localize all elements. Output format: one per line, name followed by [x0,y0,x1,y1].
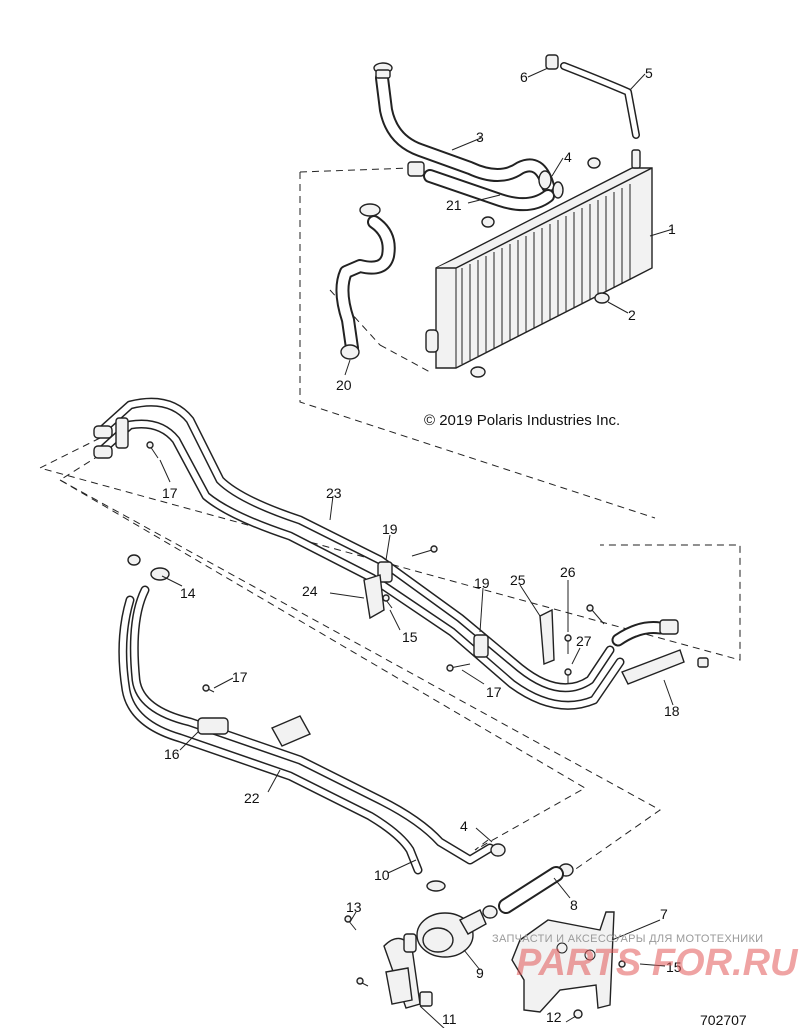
callout-10: 10 [374,867,390,883]
callout-6: 6 [520,69,528,85]
callout-22: 22 [244,790,260,806]
callout-19-right: 19 [474,575,490,591]
callout-17-left: 17 [162,485,178,501]
radiator-outlet-hose [335,215,396,360]
copyright-notice: © 2019 Polaris Industries Inc. [424,412,621,429]
water-pump [383,909,487,1009]
callout-12: 12 [546,1009,562,1025]
pump-hose [498,866,564,914]
watermark-brand: PARTS FOR.RU [516,942,798,984]
callout-26: 26 [560,564,576,580]
callout-9: 9 [476,965,484,981]
callout-25: 25 [510,572,526,588]
callout-14: 14 [180,585,196,601]
callout-16: 16 [164,746,180,762]
callout-23: 23 [326,485,342,501]
callout-13: 13 [346,899,362,915]
overflow-hose [545,54,640,139]
callout-17-middle: 17 [486,684,502,700]
callout-17-lower: 17 [232,669,248,685]
hose-clamps-upper [359,170,564,217]
pump-mounting-bracket [344,911,626,1019]
callout-2: 2 [628,307,636,323]
callout-4-lower: 4 [460,818,468,834]
callout-20: 20 [336,377,352,393]
callout-8: 8 [570,897,578,913]
callout-27: 27 [576,633,592,649]
watermark-tagline: ЗАПЧАСТИ И АКСЕССУАРЫ ДЛЯ МОТОТЕХНИКИ [492,933,764,945]
leader-lines [159,67,674,1028]
callout-19-left: 19 [382,521,398,537]
lower-radiator-hose [407,161,555,212]
callout-3: 3 [476,129,484,145]
callout-5: 5 [645,65,653,81]
callout-1: 1 [668,221,676,237]
callout-11: 11 [442,1011,457,1027]
upper-radiator-hose [373,62,555,193]
callout-15-upper: 15 [402,629,418,645]
coolant-tube-upper [93,397,679,710]
callout-15-lower: 15 [666,959,682,975]
callout-18: 18 [664,703,680,719]
coolant-tube-lower [118,554,495,875]
callout-4-upper: 4 [564,149,572,165]
callout-21: 21 [446,197,462,213]
radiator [425,149,653,378]
callout-labels: 1 2 3 4 5 6 21 20 17 23 19 26 25 24 19 2… [162,65,682,1027]
callout-7: 7 [660,906,668,922]
callout-24: 24 [302,583,318,599]
tube-clips-and-brackets [146,441,709,685]
catalog-number: 702707 [700,1012,747,1028]
